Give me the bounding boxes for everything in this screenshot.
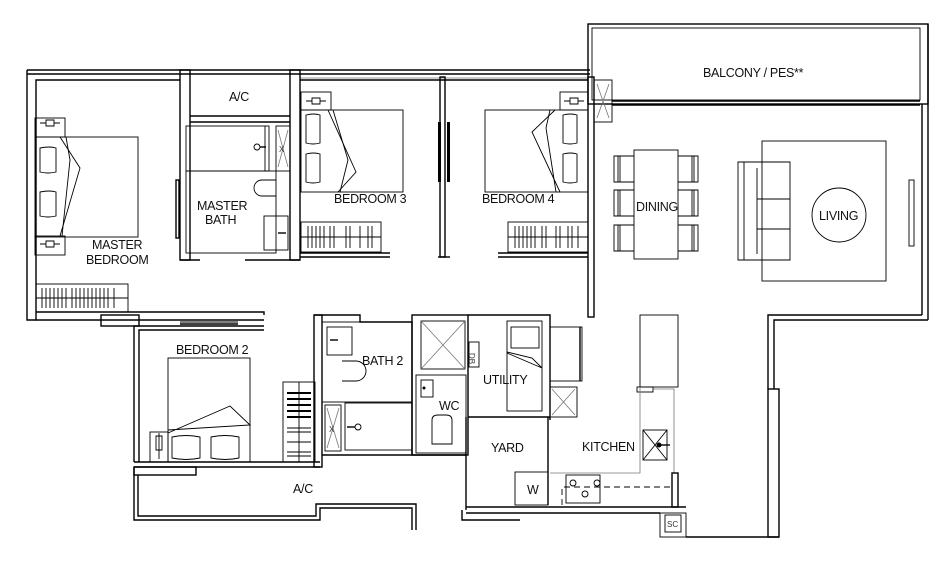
label-bath-2: BATH 2 bbox=[362, 354, 403, 368]
utility: DB UTILITY bbox=[467, 314, 583, 420]
ac-bottom: A/C bbox=[133, 466, 520, 530]
label-washer: W bbox=[527, 483, 539, 497]
label-dining: DINING bbox=[636, 200, 678, 214]
label-sc: SC bbox=[667, 520, 678, 529]
label-master-bedroom-2: BEDROOM bbox=[86, 253, 149, 267]
label-balcony: BALCONY / PES** bbox=[703, 66, 804, 80]
partition-wall bbox=[438, 76, 450, 258]
svg-text:X: X bbox=[329, 425, 335, 434]
bedroom-4: BEDROOM 4 bbox=[482, 76, 613, 318]
kitchen: KITCHEN SC bbox=[466, 314, 687, 538]
label-bedroom-2: BEDROOM 2 bbox=[176, 343, 249, 357]
label-yard: YARD bbox=[491, 441, 524, 455]
bedroom-3: BEDROOM 3 bbox=[300, 91, 407, 258]
label-db: DB bbox=[467, 353, 476, 364]
bedroom-2: BEDROOM 2 bbox=[133, 314, 323, 468]
yard: YARD W bbox=[465, 417, 549, 510]
label-utility: UTILITY bbox=[483, 373, 528, 387]
svg-text:X: X bbox=[279, 145, 285, 154]
dining-area: DINING bbox=[613, 149, 699, 260]
master-bedroom: MASTER BEDROOM bbox=[34, 117, 149, 313]
exterior-walls bbox=[26, 23, 929, 538]
bath-2: BATH 2 X bbox=[314, 314, 466, 456]
label-kitchen: KITCHEN bbox=[582, 440, 635, 454]
wc: WC bbox=[411, 314, 469, 456]
label-bedroom-3: BEDROOM 3 bbox=[334, 192, 407, 206]
master-bath-area: A/C X MASTER BATH bbox=[175, 69, 301, 261]
label-bedroom-4: BEDROOM 4 bbox=[482, 192, 555, 206]
label-living: LIVING bbox=[819, 209, 858, 223]
label-master-bath-1: MASTER bbox=[197, 199, 248, 213]
label-master-bath-2: BATH bbox=[205, 213, 236, 227]
label-ac-bottom: A/C bbox=[293, 482, 313, 496]
label-master-bedroom-1: MASTER bbox=[92, 238, 143, 252]
living-area: LIVING bbox=[737, 140, 915, 282]
label-wc: WC bbox=[439, 399, 459, 413]
label-ac-top: A/C bbox=[229, 90, 249, 104]
